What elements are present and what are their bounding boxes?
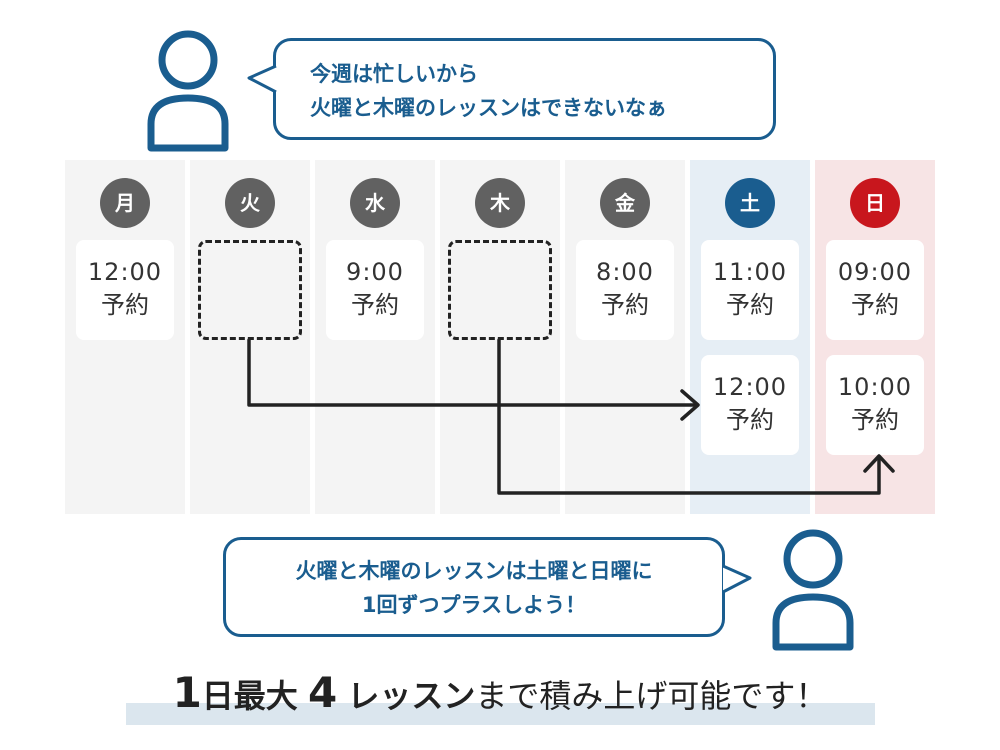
day-label: 木 — [475, 178, 525, 228]
reservation-time: 12:00 — [712, 373, 788, 401]
reservation-time: 8:00 — [596, 258, 654, 286]
reservation-card: 12:00 予約 — [701, 355, 799, 455]
day-label: 日 — [850, 178, 900, 228]
reservation-time: 10:00 — [837, 373, 913, 401]
caption-highlight — [126, 703, 875, 725]
day-label: 金 — [600, 178, 650, 228]
arrow-thu-to-sun — [497, 338, 881, 495]
arrow-thu-to-sun-head — [863, 454, 895, 473]
speech-bubble-tail-bottom — [722, 564, 752, 594]
caption-part1: 日最大 — [201, 677, 298, 715]
day-column-0: 月 12:00 予約 — [65, 160, 185, 514]
reservation-card: 12:00 予約 — [76, 240, 174, 340]
reservation-time: 9:00 — [346, 258, 404, 286]
reservation-card: 09:00 予約 — [826, 240, 924, 340]
day-label: 土 — [725, 178, 775, 228]
arrow-tue-to-sat-head — [680, 389, 700, 421]
bubble-bottom-line1: 火曜と木曜のレッスンは土曜と日曜に — [295, 559, 653, 583]
reservation-card: 8:00 予約 — [576, 240, 674, 340]
caption-num2: 4 — [307, 668, 338, 717]
day-label: 火 — [225, 178, 275, 228]
reservation-label: 予約 — [601, 291, 649, 319]
day-column-1: 火 — [190, 160, 310, 514]
day-column-4: 金 8:00 予約 — [565, 160, 685, 514]
arrow-tue-to-sat — [247, 338, 699, 407]
person-icon-bottom — [770, 527, 856, 651]
reservation-time: 12:00 — [87, 258, 163, 286]
caption: 1日最大 4 レッスンまで積み上げ可能です！ — [0, 668, 1000, 721]
bubble-bottom-line2: 1回ずつプラスしよう！ — [361, 593, 587, 617]
day-column-5: 土 11:00 予約 12:00 予約 — [690, 160, 810, 514]
speech-bubble-tail-top — [247, 64, 277, 94]
day-label: 月 — [100, 178, 150, 228]
reservation-label: 予約 — [351, 291, 399, 319]
reservation-label: 予約 — [851, 291, 899, 319]
reservation-card: 9:00 予約 — [326, 240, 424, 340]
reservation-label: 予約 — [726, 291, 774, 319]
day-label: 水 — [350, 178, 400, 228]
caption-part3: まで積み上げ可能です！ — [475, 677, 828, 715]
speech-bubble-bottom: 火曜と木曜のレッスンは土曜と日曜に 1回ずつプラスしよう！ — [223, 537, 725, 637]
caption-part2: レッスン — [347, 677, 476, 715]
reservation-label: 予約 — [101, 291, 149, 319]
day-column-6: 日 09:00 予約 10:00 予約 — [815, 160, 935, 514]
reservation-card: 10:00 予約 — [826, 355, 924, 455]
bubble-top-line2: 火曜と木曜のレッスンはできないなぁ — [310, 96, 667, 120]
reservation-card: 11:00 予約 — [701, 240, 799, 340]
bubble-top-line1: 今週は忙しいから — [310, 62, 478, 86]
reservation-label: 予約 — [851, 406, 899, 434]
day-column-2: 水 9:00 予約 — [315, 160, 435, 514]
reservation-time: 11:00 — [712, 258, 788, 286]
reservation-label: 予約 — [726, 406, 774, 434]
cancelled-slot — [198, 240, 302, 340]
person-icon-top — [145, 28, 231, 152]
cancelled-slot — [448, 240, 552, 340]
caption-num1: 1 — [172, 668, 202, 717]
speech-bubble-top: 今週は忙しいから 火曜と木曜のレッスンはできないなぁ — [273, 38, 776, 140]
reservation-time: 09:00 — [837, 258, 913, 286]
